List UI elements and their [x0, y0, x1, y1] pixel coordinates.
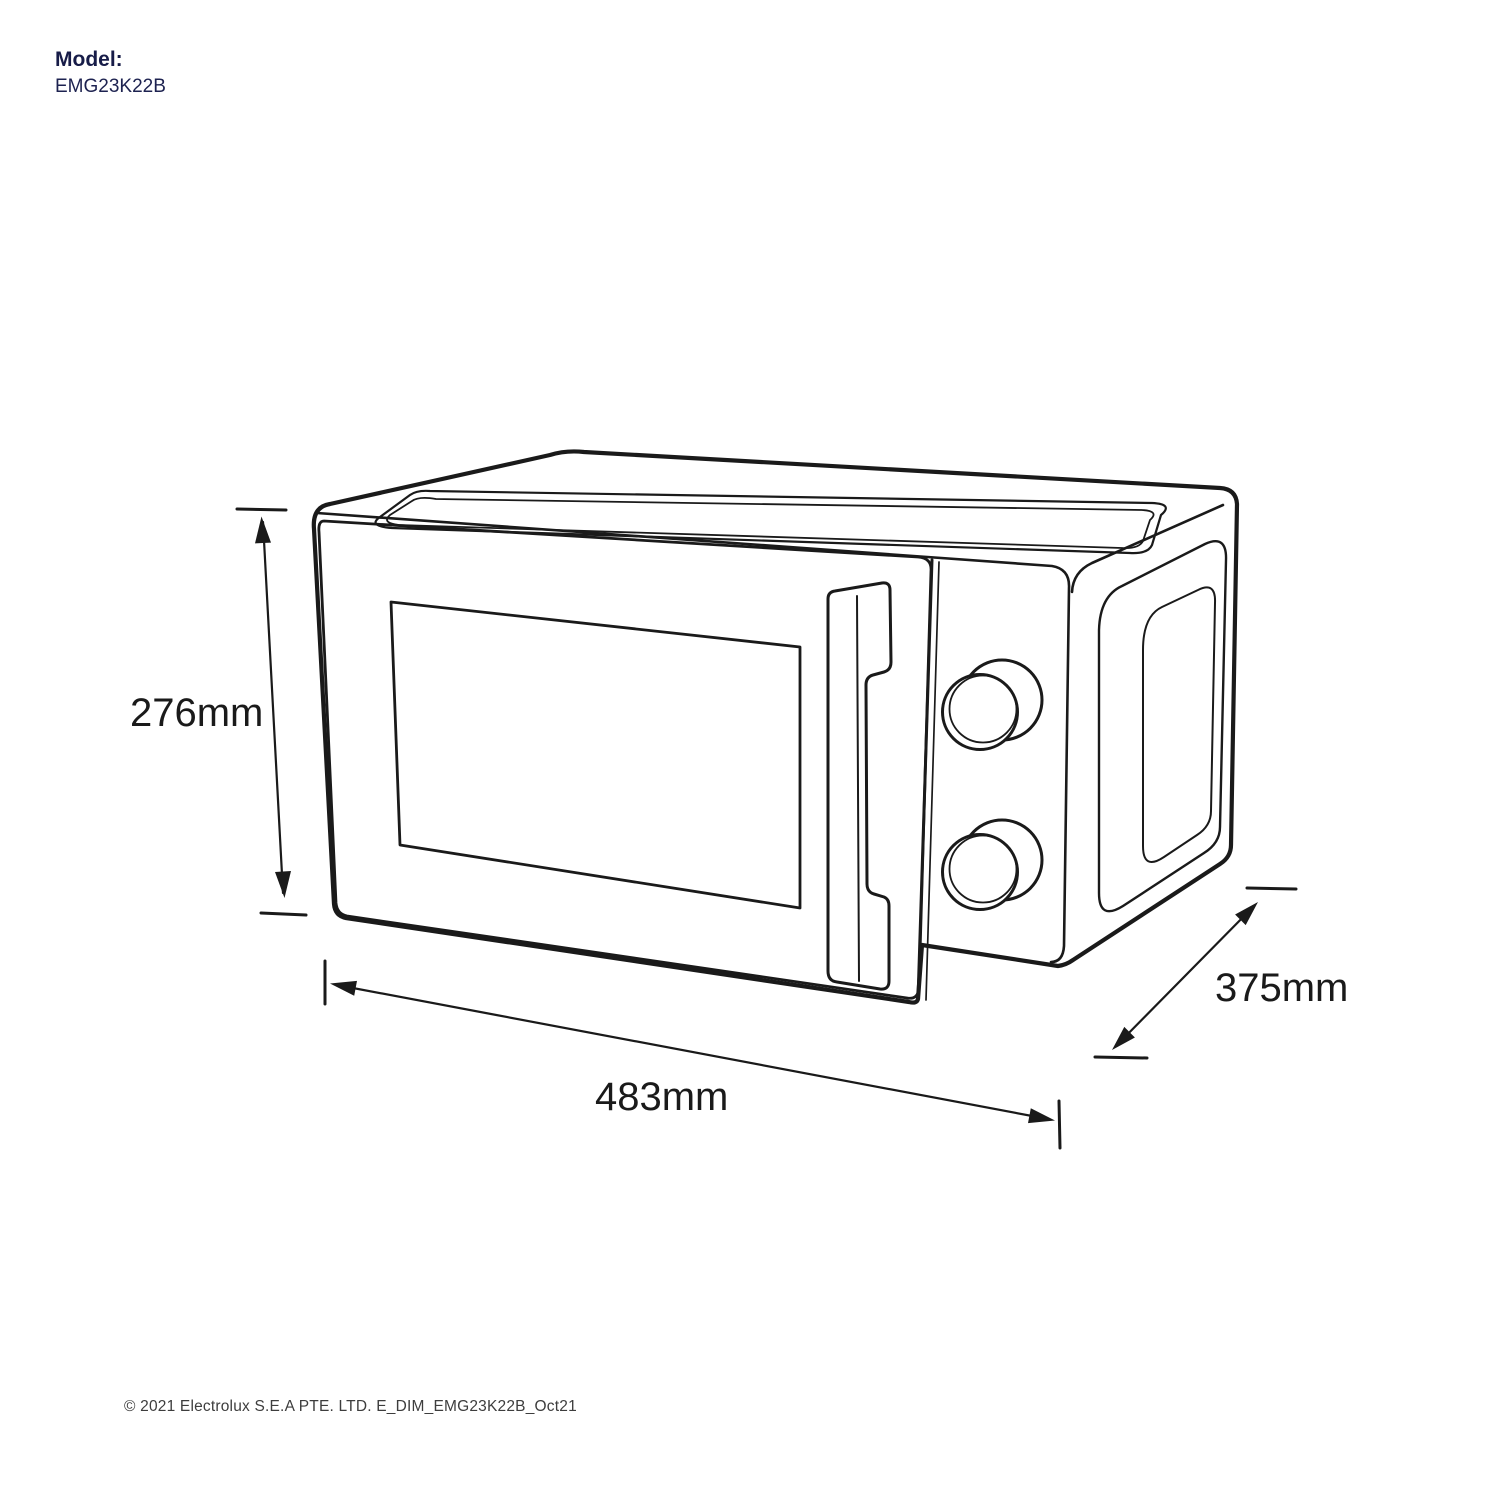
- model-number: EMG23K22B: [55, 76, 166, 98]
- lower-control-knob: [941, 818, 1044, 911]
- depth-arrowhead-up: [1235, 902, 1258, 926]
- model-label: Model:: [55, 48, 123, 71]
- door-window-hatch: [389, 600, 802, 910]
- depth-arrow-shaft: [1114, 904, 1256, 1048]
- width-arrowhead-right: [1028, 1108, 1055, 1124]
- model-block: Model: EMG23K22B: [55, 48, 166, 99]
- depth-dimension-label: 375mm: [1215, 966, 1348, 1010]
- side-panel-inset-inner: [1142, 586, 1217, 864]
- top-panel-inset-outer: [374, 489, 1167, 555]
- width-dimension-label: 483mm: [595, 1075, 728, 1119]
- top-front-edge: [315, 511, 1071, 964]
- top-panel-inset-inner: [386, 496, 1155, 550]
- control-panel-left-edge: [925, 561, 940, 1001]
- depth-arrowhead-down: [1112, 1026, 1135, 1050]
- height-tick-top: [235, 507, 288, 512]
- height-arrow-shaft: [261, 520, 285, 895]
- width-arrowhead-left: [330, 980, 357, 996]
- height-dimension: 276mm: [130, 507, 308, 917]
- width-arrow-shaft: [335, 983, 1050, 1121]
- side-panel-inset-outer: [1097, 540, 1228, 913]
- height-tick-bottom: [259, 911, 308, 917]
- depth-dimension: 375mm: [1093, 886, 1348, 1060]
- upper-control-knob: [941, 658, 1044, 751]
- door-handle-edge-line: [856, 595, 860, 982]
- height-dimension-label: 276mm: [130, 691, 263, 735]
- control-panel-divider: [916, 558, 934, 1001]
- microwave-illustration: [311, 449, 1240, 1005]
- door-handle: [826, 581, 893, 991]
- depth-tick-bottom: [1093, 1055, 1149, 1060]
- depth-tick-top: [1245, 886, 1298, 891]
- door-outline: [317, 519, 933, 1000]
- width-tick-right: [1057, 1099, 1062, 1150]
- width-dimension: 483mm: [323, 959, 1062, 1150]
- copyright-text: © 2021 Electrolux S.E.A PTE. LTD. E_DIM_…: [124, 1398, 577, 1415]
- height-arrowhead-down: [275, 871, 291, 898]
- height-arrowhead-up: [255, 516, 271, 544]
- side-top-edge: [1070, 503, 1225, 594]
